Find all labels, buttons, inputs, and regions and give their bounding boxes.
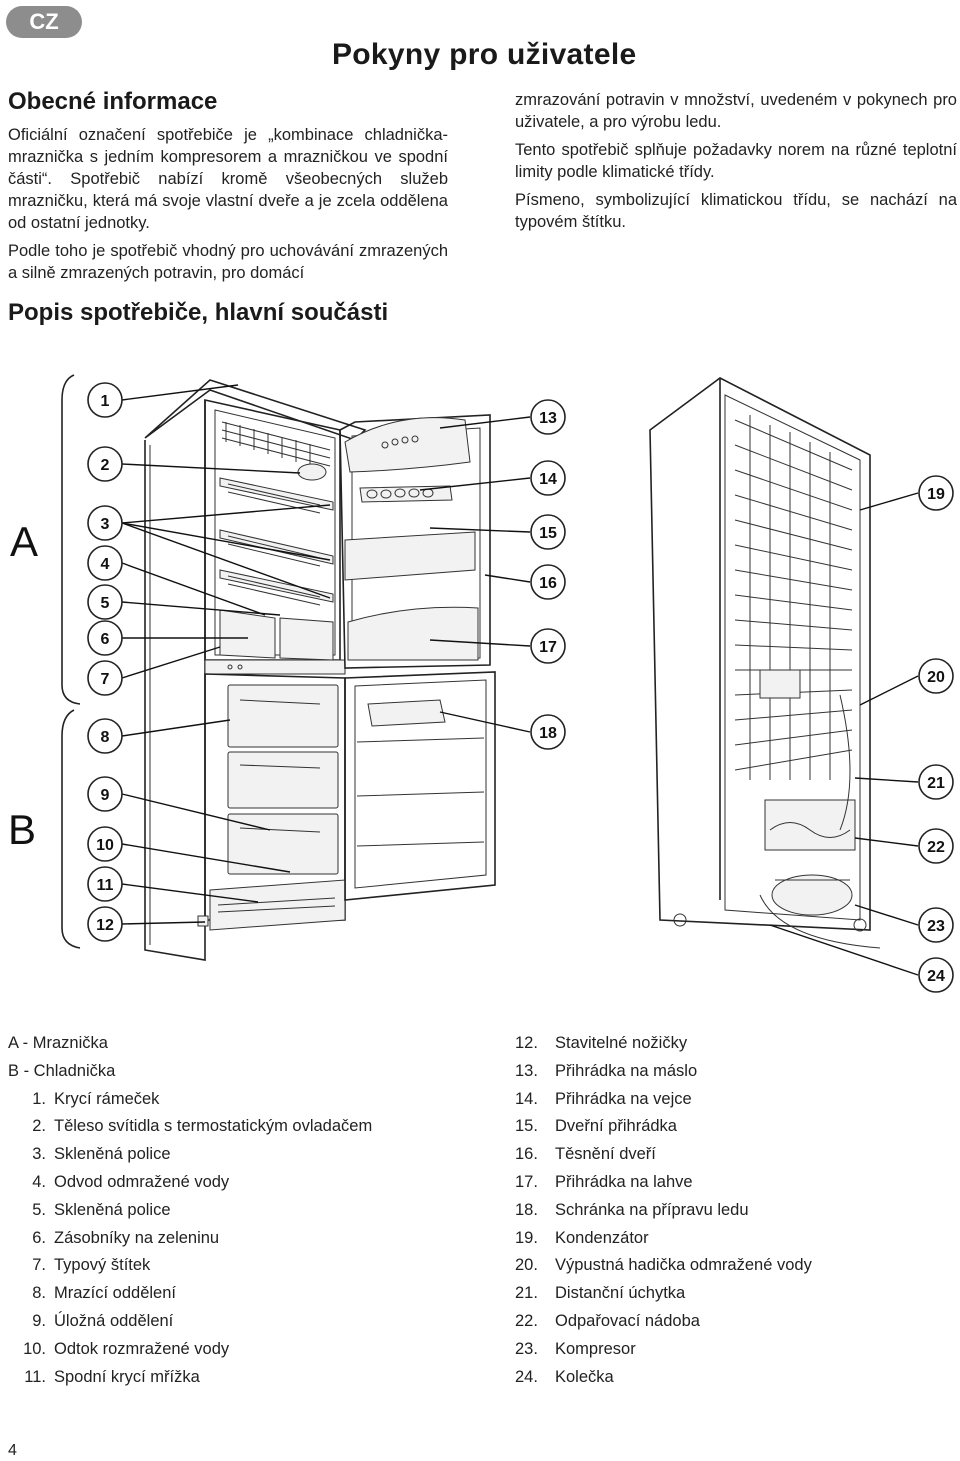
general-info-right-column: zmrazování potravin v množství, uvedeném… [515, 89, 957, 239]
svg-text:10: 10 [96, 837, 114, 854]
legend-item: 8.Mrazící oddělení [32, 1284, 176, 1303]
svg-text:9: 9 [101, 787, 110, 804]
svg-text:22: 22 [927, 839, 945, 856]
callout-12: 12 [87, 906, 123, 942]
callout-11: 11 [87, 866, 123, 902]
appliance-diagram: A B [8, 374, 954, 993]
callout-13: 13 [530, 399, 566, 435]
legend-item: 23.Kompresor [515, 1339, 636, 1358]
fridge-back-drawing [649, 377, 881, 949]
legend-item: 7.Typový štítek [32, 1256, 151, 1275]
legend-item: 9.Úložná oddělení [32, 1311, 174, 1330]
legend-item: 3.Skleněná police [32, 1145, 171, 1164]
leader-lines [121, 384, 919, 976]
legend-item: 20.Výpustná hadička odmražené vody [515, 1256, 812, 1275]
callout-9: 9 [87, 776, 123, 812]
legend-item: 5.Skleněná police [32, 1200, 171, 1219]
svg-text:8: 8 [101, 729, 110, 746]
legend-right-column: 12.Stavitelné nožičky 13.Přihrádka na má… [515, 1030, 955, 1391]
legend-item: 13.Přihrádka na máslo [515, 1061, 698, 1080]
fridge-front-drawing [144, 379, 496, 961]
svg-text:7: 7 [101, 671, 110, 688]
callout-2: 2 [87, 446, 123, 482]
svg-text:21: 21 [927, 775, 945, 792]
general-info-heading: Obecné informace [8, 88, 218, 115]
appliance-description-heading: Popis spotřebiče, hlavní součásti [8, 299, 389, 326]
svg-text:6: 6 [101, 631, 110, 648]
svg-text:12: 12 [96, 917, 114, 934]
legend-item: 24.Kolečka [515, 1367, 614, 1386]
general-info-paragraph: Písmeno, symbolizující klimatickou třídu… [515, 191, 957, 231]
callout-16: 16 [530, 564, 566, 600]
group-a-bracket [61, 374, 81, 705]
callout-21: 21 [918, 764, 954, 800]
general-info-paragraph: Oficiální označení spotřebiče je „kombin… [8, 126, 448, 232]
callout-18: 18 [530, 714, 566, 750]
legend-left-column: A - Mraznička B - Chladnička 1.Krycí rám… [8, 1030, 468, 1391]
callout-1: 1 [87, 382, 123, 418]
page-number: 4 [8, 1442, 17, 1459]
legend-item: 16.Těsnění dveří [515, 1145, 656, 1164]
callout-6: 6 [87, 620, 123, 656]
svg-text:19: 19 [927, 486, 945, 503]
legend-item: 18.Schránka na přípravu ledu [515, 1200, 749, 1219]
svg-text:13: 13 [539, 410, 557, 427]
svg-text:2: 2 [101, 457, 110, 474]
callout-7: 7 [87, 660, 123, 696]
callout-8: 8 [87, 718, 123, 754]
legend-item: 10.Odtok rozmražené vody [23, 1339, 230, 1358]
number-badges: 1 2 3 4 5 6 7 8 9 10 11 12 13 14 15 16 1… [87, 382, 954, 993]
svg-text:24: 24 [927, 968, 945, 985]
legend-item: 22.Odpařovací nádoba [515, 1311, 700, 1330]
legend-item: 2.Těleso svítidla s termostatickým ovlad… [32, 1117, 373, 1136]
svg-text:3: 3 [101, 516, 110, 533]
callout-20: 20 [918, 658, 954, 694]
language-badge: CZ [6, 6, 82, 38]
general-info-paragraph: Podle toho je spotřebič vhodný pro uchov… [8, 242, 448, 282]
legend-item: 19.Kondenzátor [515, 1228, 649, 1247]
callout-14: 14 [530, 460, 566, 496]
svg-text:5: 5 [101, 595, 110, 612]
callout-15: 15 [530, 514, 566, 550]
legend-item: 1.Krycí rámeček [32, 1089, 160, 1108]
svg-text:14: 14 [539, 471, 557, 488]
group-b-bracket [61, 709, 81, 949]
callout-10: 10 [87, 826, 123, 862]
callout-5: 5 [87, 584, 123, 620]
svg-text:16: 16 [539, 575, 557, 592]
svg-text:23: 23 [927, 918, 945, 935]
legend-item: 14.Přihrádka na vejce [515, 1089, 692, 1108]
document-title: Pokyny pro uživatele [332, 38, 637, 71]
svg-text:17: 17 [539, 639, 557, 656]
callout-4: 4 [87, 545, 123, 581]
legend-item: 21.Distanční úchytka [515, 1284, 686, 1303]
svg-text:15: 15 [539, 525, 557, 542]
svg-text:20: 20 [927, 669, 945, 686]
general-info-left-column: Oficiální označení spotřebiče je „kombin… [8, 124, 448, 290]
legend-item: 11.Spodní krycí mřížka [24, 1367, 200, 1386]
general-info-paragraph: Tento spotřebič splňuje požadavky norem … [515, 141, 957, 181]
legend-item: 12.Stavitelné nožičky [515, 1034, 688, 1052]
callout-19: 19 [918, 475, 954, 511]
callout-22: 22 [918, 828, 954, 864]
svg-text:18: 18 [539, 725, 557, 742]
legend-group-b: B - Chladnička [8, 1061, 116, 1080]
group-label-b: B [8, 806, 36, 853]
callout-23: 23 [918, 907, 954, 943]
svg-text:11: 11 [97, 877, 114, 894]
svg-text:1: 1 [101, 393, 110, 410]
legend-item: 17.Přihrádka na lahve [515, 1172, 693, 1191]
legend-item: 15.Dveřní přihrádka [515, 1117, 677, 1136]
svg-text:4: 4 [101, 556, 110, 573]
legend-group-a: A - Mraznička [8, 1034, 108, 1052]
callout-17: 17 [530, 628, 566, 664]
callout-24: 24 [918, 957, 954, 993]
general-info-paragraph: zmrazování potravin v množství, uvedeném… [515, 91, 957, 131]
group-label-a: A [10, 518, 38, 565]
callout-3: 3 [87, 505, 123, 541]
legend-item: 6.Zásobníky na zeleninu [32, 1228, 220, 1247]
legend-item: 4.Odvod odmražené vody [32, 1172, 230, 1191]
